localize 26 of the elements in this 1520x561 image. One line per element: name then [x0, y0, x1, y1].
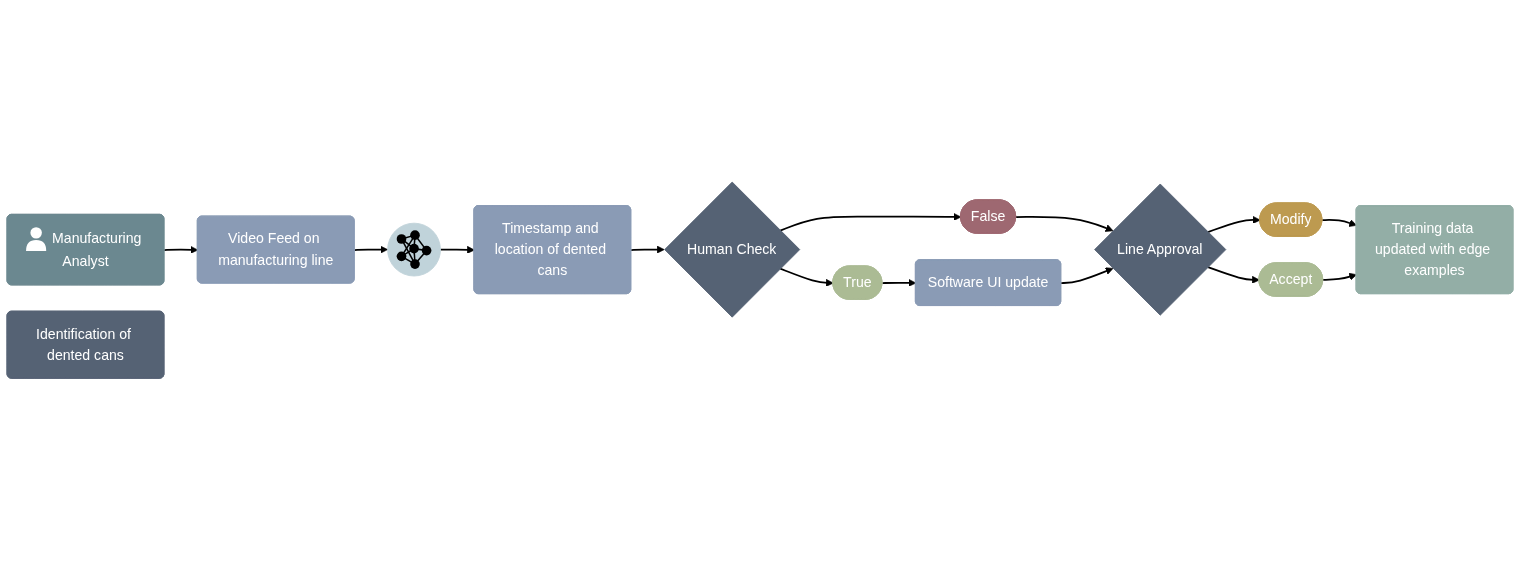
process-box: Timestamp and location of dented cans: [473, 205, 632, 295]
arrow: [1060, 267, 1114, 285]
decision-diamond: Line Approval: [1094, 183, 1227, 316]
arrow: [1207, 216, 1261, 234]
arrow: [1322, 273, 1357, 282]
process-box: Manufacturing Analyst: [6, 214, 165, 286]
model-circle: [387, 223, 441, 277]
arrow: [779, 268, 834, 288]
outcome-pill: True: [832, 265, 883, 301]
outcome-pill: Modify: [1259, 202, 1323, 238]
outcome-pill: False: [960, 199, 1017, 235]
decision-diamond: Human Check: [664, 182, 801, 318]
arrow: [779, 213, 962, 232]
arrow: [1207, 266, 1260, 285]
arrow: [439, 246, 475, 255]
process-box: Training data updated with edge examples: [1355, 205, 1514, 295]
arrow: [163, 246, 199, 255]
process-box: Software UI update: [914, 259, 1062, 307]
process-box: Video Feed on manufacturing line: [196, 216, 355, 284]
arrow: [1321, 219, 1357, 228]
arrow: [353, 246, 388, 254]
outcome-pill: Accept: [1258, 262, 1324, 298]
process-box: Identification of dented cans: [6, 311, 165, 379]
arrow: [881, 279, 917, 288]
arrow: [1015, 216, 1114, 233]
arrow: [630, 246, 665, 254]
